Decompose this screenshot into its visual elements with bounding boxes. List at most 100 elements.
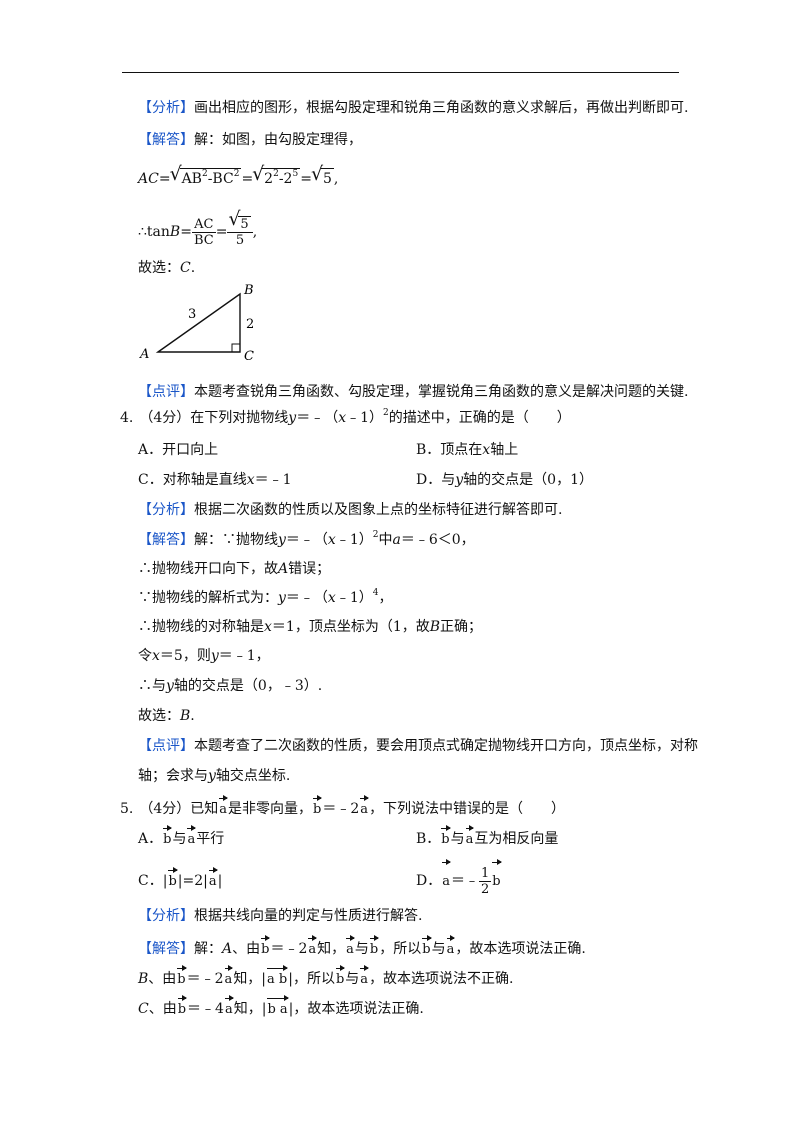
var-x: x [152,648,160,664]
text: ∴抛物线开口向下，故 [138,561,278,577]
vector-a: a [346,934,355,960]
rad-bc: -BC [207,171,234,187]
option-text: 与 [441,472,456,488]
exponent: 4 [372,588,379,598]
vector-b: b [369,934,380,960]
option-text: 与 [172,831,187,847]
q5-answer-line-1: 【解答】解：A、由b＝﹣2a知，a与b，所以b与a，故本选项说法正确. [138,934,586,960]
label-side-2: 2 [246,317,254,332]
vector-a: a [208,866,218,892]
radical: 5 [228,212,251,232]
text: ＝﹣4 [187,1001,224,1017]
vector-b: b [313,794,323,820]
vector-a: a [224,994,234,1020]
vector-b: b [422,934,432,960]
option-letter: C． [138,873,163,889]
text: 解： [194,941,222,957]
var-x: x [264,619,272,635]
var-x: x [338,410,347,426]
var-y: y [166,678,174,694]
choice-letter: C [180,260,191,276]
exponent: 2 [383,408,389,418]
text: 轴的交点是（0，﹣3）. [173,678,323,694]
exponent: 2 [372,530,379,540]
question-number: 5. [120,801,134,817]
equals: = [241,171,254,187]
exponent: 2 [201,169,208,179]
var-y: y [455,472,464,488]
abs-bar: | [217,873,223,889]
vector-b: b [492,858,502,900]
vector-a: a [360,794,369,820]
q3-ac-formula: AC=AB2-BC2=22-25=5, [138,164,338,189]
var-B: B [429,619,441,635]
vector-a: a [219,794,228,820]
var-B: B [138,971,149,987]
text: 知，| [233,1001,267,1017]
vector-a: a [465,824,475,850]
q3-comment: 【点评】本题考查锐角三角函数、勾股定理，掌握锐角三角函数的意义是解决问题的关键. [138,382,688,402]
fraction-sqrt5-5: 55 [227,212,253,248]
var-A: A [222,941,233,957]
comment-text: 本题考查了二次函数的性质，要会用顶点式确定抛物线开口方向，顶点坐标，对称 [194,738,698,754]
answer-text: 解：如图，由勾股定理得， [194,132,362,148]
text: 的描述中，正确的是（ ） [388,410,571,426]
option-letter: A． [138,442,163,458]
vector-a: a [442,858,451,900]
var-y: y [278,532,286,548]
vector-a: a [224,964,234,990]
text: ＝﹣（ [285,590,328,606]
option-text: 与 [450,831,465,847]
label-c: C [244,349,254,364]
comment-text: 轴交点坐标. [215,768,291,784]
text: 令 [138,648,152,664]
q4-answer-line-1: 【解答】解：∵抛物线y＝﹣（x﹣1）2中a＝﹣6＜0， [138,530,475,550]
denominator: BC [193,232,214,248]
numerator: AC [191,217,216,233]
right-triangle-figure: A B C 3 2 [139,283,254,364]
choice-prefix: 故选： [138,260,180,276]
text: 是非零向量， [228,801,313,817]
q4-analysis: 【分析】根据二次函数的性质以及图象上点的坐标特征进行解答即可. [138,500,562,520]
text: ＝5，则 [159,648,211,664]
q5-answer-line-2: B、由b＝﹣2a知，|a b|，所以b与a，故本选项说法不正确. [138,964,514,990]
q4-option-d: D．与y轴的交点是（0，1） [416,470,593,490]
question-number: 4. [120,410,134,426]
rad-2: 2 [264,171,274,187]
option-text: 对称轴是直线 [162,472,247,488]
q4-answer-line-3: ∵抛物线的解析式为：y＝﹣（x﹣1）4， [138,588,392,608]
text: ∵抛物线的解析式为： [138,590,278,606]
period: . [190,708,195,724]
rad-5: 5 [238,216,251,232]
text: ， [378,590,393,606]
q4-comment-line-2: 轴；会求与y轴交点坐标. [138,766,290,786]
q3-answer-intro: 【解答】解：如图，由勾股定理得， [138,130,362,150]
text: 解：∵抛物线 [194,532,278,548]
var-x: x [482,442,491,458]
abs-bar: | [162,873,168,889]
vector-b: b [177,994,188,1020]
q5-stem: 5.（4分）已知a是非零向量，b＝﹣2a，下列说法中错误的是（ ） [120,794,565,820]
vector-b: b [177,964,188,990]
var-A: A [278,561,289,577]
text: ∴与 [138,678,166,694]
q3-choice: 故选：C. [138,258,195,278]
option-text: 互为相反向量 [474,831,559,847]
answer-tag: 【解答】 [138,532,194,548]
analysis-text: 画出相应的图形，根据勾股定理和锐角三角函数的意义求解后，再做出判断即可. [194,100,689,116]
option-text: ＝﹣1 [254,472,292,488]
q4-answer-line-5: 令x＝5，则y＝﹣1， [138,646,270,666]
text: （4分）已知 [139,801,219,817]
text: ﹣1） [346,410,384,426]
period: . [190,260,196,276]
right-angle-mark [231,343,241,353]
text: ＝﹣2 [322,801,360,817]
text: ，下列说法中错误的是（ ） [369,801,566,817]
exponent: 2 [233,169,240,179]
text: ﹣1） [335,590,373,606]
option-letter: A． [138,831,163,847]
q4-comment-line-1: 【点评】本题考查了二次函数的性质，要会用顶点式确定抛物线开口方向，顶点坐标，对称 [138,736,698,756]
comment-tag: 【点评】 [138,738,194,754]
